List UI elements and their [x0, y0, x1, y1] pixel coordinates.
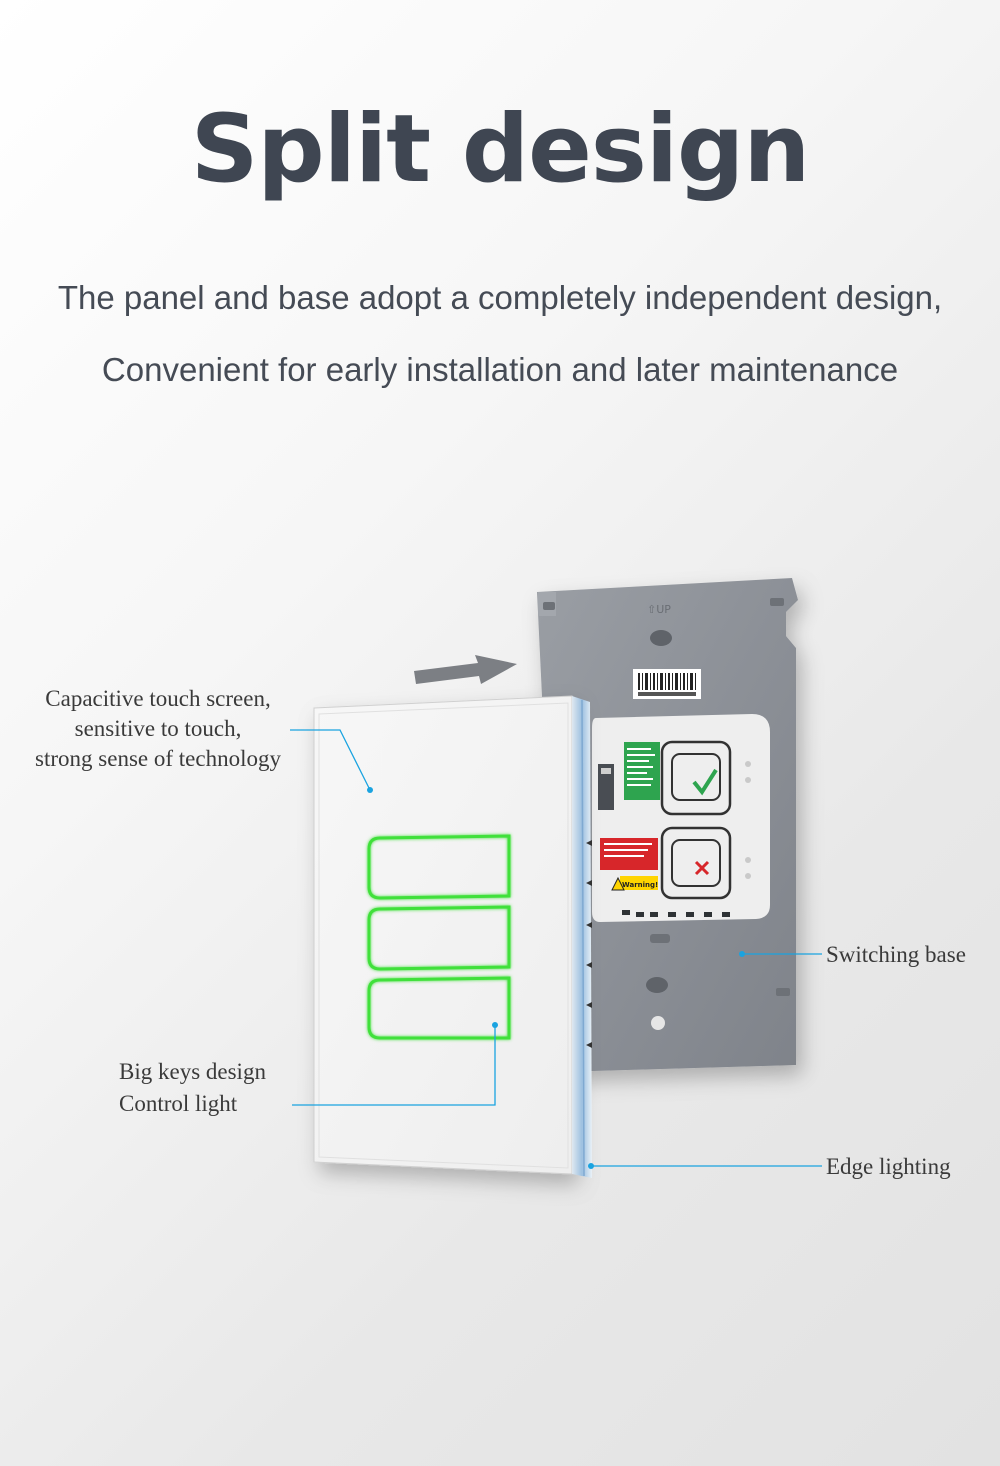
callout-touch-screen: Capacitive touch screen, sensitive to to… [8, 684, 308, 774]
leader-dot-edge [588, 1163, 594, 1169]
touch-panel [313, 695, 573, 1175]
leader-lines [290, 729, 822, 1169]
leader-dot-base [739, 951, 745, 957]
leader-line-keys [292, 1025, 496, 1106]
key-3 [367, 976, 511, 1040]
leader-dot-touch [367, 787, 373, 793]
key-2 [367, 905, 511, 971]
callout-touch-line-1: Capacitive touch screen, [45, 686, 271, 711]
edge-lighting-strip [572, 696, 592, 1178]
key-1 [367, 834, 511, 900]
barcode-sticker [633, 669, 701, 699]
switch-module: Warning! [592, 714, 770, 922]
big-keys [367, 834, 511, 1040]
callout-big-keys: Big keys design Control light [119, 1056, 319, 1120]
callout-touch-line-2: sensitive to touch, [74, 716, 242, 741]
callout-edge-lighting: Edge lighting [826, 1154, 951, 1179]
subtitle-line-1: The panel and base adopt a completely in… [57, 279, 943, 316]
switching-base-plate: ⇧UP [537, 578, 798, 1072]
warning-text: Warning! [622, 881, 658, 889]
direction-arrow-icon [414, 655, 517, 684]
callout-keys-line-1: Big keys design [119, 1059, 266, 1084]
callout-switching-base: Switching base [826, 942, 966, 967]
leader-dot-keys [492, 1022, 498, 1028]
callout-touch-line-3: strong sense of technology [35, 746, 281, 771]
leader-line-touch [290, 729, 371, 791]
page-title: Split design [190, 95, 811, 204]
up-mark: ⇧UP [647, 603, 671, 616]
subtitle-line-2: Convenient for early installation and la… [101, 351, 899, 388]
callout-keys-line-2: Control light [119, 1091, 238, 1116]
